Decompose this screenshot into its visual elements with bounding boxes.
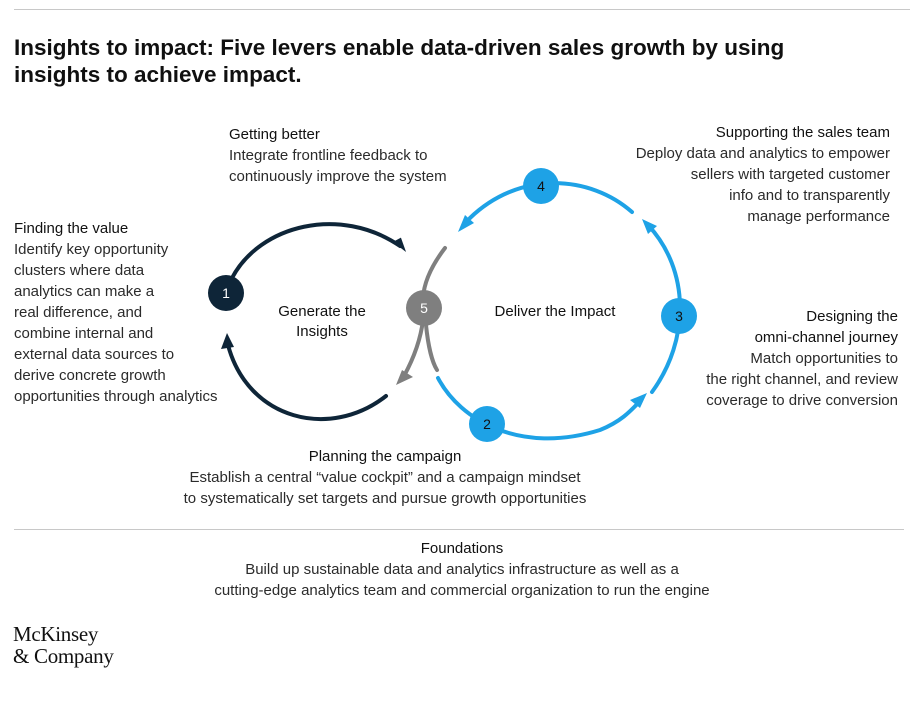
lever-2-text: Planning the campaign Establish a centra…	[135, 446, 635, 509]
lever-line: Establish a central “value cockpit” and …	[189, 469, 581, 486]
foundations-divider	[14, 529, 904, 530]
arrowhead-icon	[396, 370, 413, 385]
lever-number: 2	[483, 416, 491, 432]
impact-loop-arc-1	[436, 376, 643, 441]
generate-insights-label: Generate the Insights	[262, 302, 382, 342]
arrowhead-icon	[392, 237, 407, 252]
arrowhead-icon	[630, 393, 647, 408]
feedback-tail	[424, 323, 439, 372]
lever-line: opportunities through analytics	[14, 388, 218, 405]
lever-4-text: Supporting the sales team Deploy data an…	[580, 122, 890, 227]
lever-line: Identify key opportunity	[14, 241, 169, 258]
lever-line: manage performance	[747, 208, 890, 225]
lever-line: Match opportunities to	[750, 350, 898, 367]
cycle-label-line: Insights	[296, 323, 348, 340]
foundations-line: Build up sustainable data and analytics …	[245, 561, 679, 578]
arrowhead-icon	[458, 215, 474, 232]
lever-line: to systematically set targets and pursue…	[183, 490, 587, 507]
lever-heading: Supporting the sales team	[715, 124, 890, 141]
feedback-loop-arc-lower	[402, 318, 425, 378]
logo-line: & Company	[13, 644, 114, 668]
lever-number: 3	[675, 308, 683, 324]
lever-heading: Finding the value	[14, 220, 129, 237]
page-title: Insights to impact: Five levers enable d…	[14, 34, 894, 88]
generate-loop-arc-upper	[230, 222, 402, 280]
lever-number: 1	[222, 285, 230, 301]
lever-heading: Designing the	[806, 308, 898, 325]
lever-line: continuously improve the system	[229, 168, 447, 185]
lever-heading: Getting better	[229, 126, 320, 143]
lever-line: clusters where data	[14, 262, 145, 279]
mckinsey-logo: McKinsey & Company	[13, 623, 114, 667]
lever-line: coverage to drive conversion	[706, 392, 898, 409]
arrowhead-icon	[221, 333, 234, 349]
lever-line: the right channel, and review	[706, 371, 898, 388]
deliver-impact-label: Deliver the Impact	[480, 302, 630, 322]
lever-marker-5: 5	[406, 290, 442, 326]
lever-line: Integrate frontline feedback to	[229, 147, 428, 164]
lever-marker-1: 1	[208, 275, 244, 311]
lever-line: real difference, and	[14, 304, 143, 321]
lever-5-text: Getting better Integrate frontline feedb…	[229, 124, 489, 187]
lever-line: external data sources to	[14, 346, 175, 363]
cycle-label-line: Generate the	[278, 303, 366, 320]
logo-line: McKinsey	[13, 622, 99, 646]
title-line: insights to achieve impact.	[14, 62, 302, 87]
foundations-text: Foundations Build up sustainable data an…	[12, 538, 912, 601]
lever-3-text: Designing the omni-channel journey Match…	[660, 306, 898, 411]
lever-heading: Planning the campaign	[308, 448, 462, 465]
lever-line: Deploy data and analytics to empower	[635, 145, 890, 162]
arrowhead-icon	[642, 219, 657, 234]
lever-1-text: Finding the value Identify key opportuni…	[14, 218, 254, 407]
cycle-label-line: Deliver the Impact	[494, 303, 616, 320]
title-line: Insights to impact: Five levers enable d…	[14, 35, 785, 60]
lever-number: 4	[537, 178, 545, 194]
foundations-heading: Foundations	[420, 540, 504, 557]
lever-marker-2: 2	[469, 406, 505, 442]
lever-line: combine internal and	[14, 325, 154, 342]
generate-loop-arc-lower	[226, 343, 388, 421]
lever-line: derive concrete growth	[14, 367, 166, 384]
lever-line: info and to transparently	[729, 187, 890, 204]
lever-marker-4: 4	[523, 168, 559, 204]
lever-line: sellers with targeted customer	[690, 166, 890, 183]
lever-heading: omni-channel journey	[754, 329, 898, 346]
lever-number: 5	[420, 300, 428, 316]
top-divider	[14, 9, 910, 10]
lever-line: analytics can make a	[14, 283, 155, 300]
lever-marker-3: 3	[661, 298, 697, 334]
foundations-line: cutting-edge analytics team and commerci…	[214, 582, 710, 599]
